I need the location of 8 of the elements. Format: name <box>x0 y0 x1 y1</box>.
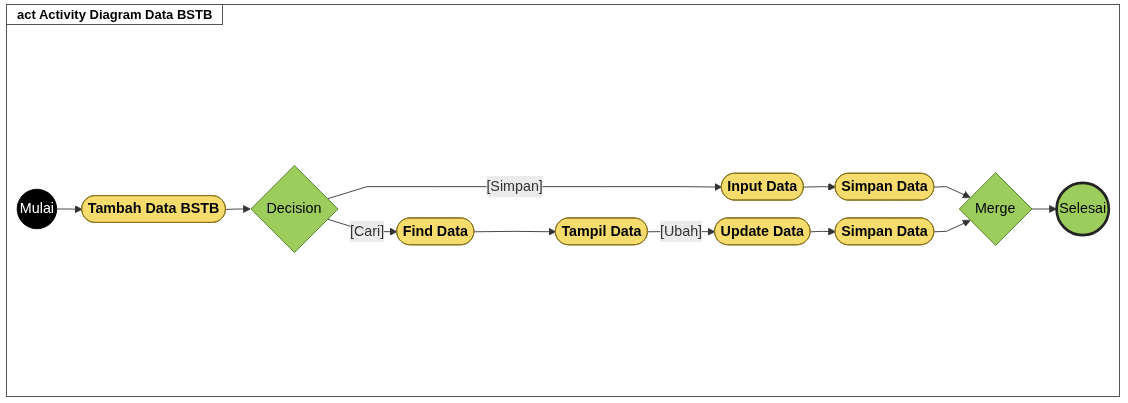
node-circle: Selesai <box>1055 181 1111 237</box>
node-diamond: Decision <box>250 165 339 253</box>
edge-label: [Ubah] <box>659 223 703 239</box>
edge-label: [Simpan] <box>486 178 543 194</box>
node-diamond: Merge <box>958 172 1033 246</box>
node-circle: Mulai <box>16 188 58 230</box>
frame-title: act Activity Diagram Data BSTB <box>7 5 224 25</box>
edge-label: [Cari] <box>349 223 385 239</box>
